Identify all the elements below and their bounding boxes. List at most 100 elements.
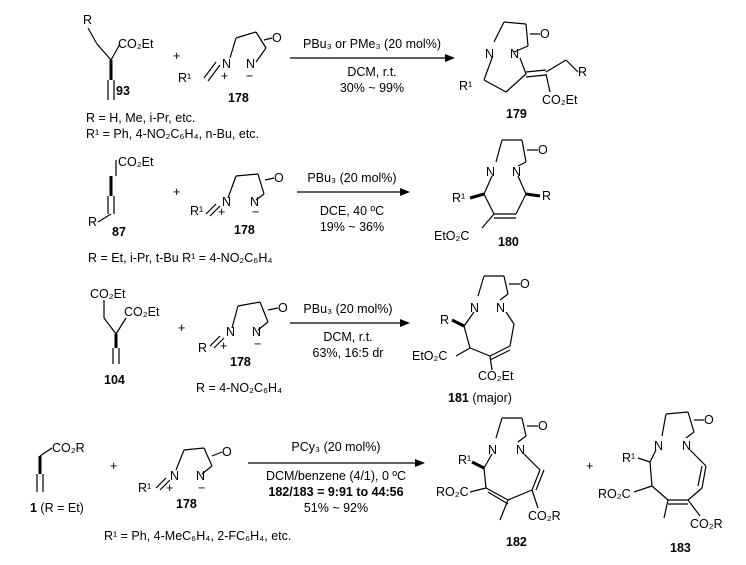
reaction1-catalyst: PBu₃ or PMe₃ (20 mol%) (303, 37, 441, 51)
reaction3-catalyst: PBu₃ (20 mol%) (303, 302, 392, 316)
compound-180-structure (469, 139, 541, 229)
compound-183-label: 183 (670, 541, 691, 555)
compound-93-structure (87, 27, 121, 100)
plus-sign-5: + (586, 459, 593, 473)
compound-179-R1: R¹ (459, 79, 472, 93)
compound-178-minus-3: − (254, 337, 261, 351)
compound-104-ester-side: CO₂Et (124, 305, 160, 319)
compound-178-N1-4: N (170, 469, 179, 483)
compound-182-ester-right: CO₂R (528, 509, 561, 523)
reaction1-note1: R = H, Me, i-Pr, etc. (86, 111, 195, 125)
plus-sign-2: + (173, 185, 180, 199)
compound-1-note: (R = Et) (37, 501, 84, 515)
reaction2-catalyst: PBu₃ (20 mol%) (307, 171, 396, 185)
compound-1-ester: CO₂R (52, 441, 85, 455)
compound-93-ester: CO₂Et (118, 37, 154, 51)
compound-182-O: O (538, 419, 548, 433)
compound-179-R: R (578, 65, 587, 79)
compound-180-N2: N (512, 165, 521, 179)
compound-182-label: 182 (506, 535, 527, 549)
reaction4-conditions: DCM/benzene (4/1), 0 ºC (266, 469, 406, 483)
compound-179-ester: CO₂Et (542, 93, 578, 107)
compound-178-O-2: O (274, 171, 284, 185)
compound-183-N1: N (654, 439, 663, 453)
compound-1-label: 1 (30, 501, 37, 515)
compound-180-R1: R¹ (452, 191, 465, 205)
compound-178-R1-4: R¹ (138, 481, 151, 495)
compound-181-O: O (520, 277, 530, 291)
compound-183-ester-right: CO₂R (690, 517, 723, 531)
compound-178-plus-3: + (220, 339, 227, 353)
compound-178-label-3: 178 (230, 355, 251, 369)
reaction3-conditions: DCM, r.t. (323, 330, 372, 344)
compound-183-N2: N (682, 439, 691, 453)
compound-178-structure-2 (205, 173, 275, 217)
compound-182-N1: N (488, 443, 497, 457)
compound-181-structure (451, 275, 520, 371)
compound-1-structure (36, 447, 53, 492)
compound-178-label-2: 178 (234, 223, 255, 237)
reaction4-note1: R¹ = Ph, 4-MeC₆H₄, 2-FC₆H₄, etc. (104, 529, 291, 543)
compound-178-N1-3: N (226, 325, 235, 339)
compound-1-caption: 1 (R = Et) (30, 501, 84, 515)
compound-93-label: 93 (116, 84, 130, 98)
compound-178-label-4: 178 (176, 497, 197, 511)
compound-181-N1: N (470, 301, 479, 315)
compound-182-ester-left: RO₂C (436, 485, 469, 499)
compound-180-N1: N (486, 165, 495, 179)
reaction1-conditions: DCM, r.t. (347, 65, 396, 79)
reaction4-yield: 51% ~ 92% (304, 501, 368, 515)
compound-178-label-1: 178 (228, 91, 249, 105)
compound-179-O: O (540, 27, 550, 41)
compound-181-ester-bottom: CO₂Et (478, 369, 514, 383)
reaction1-yield: 30% ~ 99% (340, 81, 404, 95)
reaction1-note2: R¹ = Ph, 4-NO₂C₆H₄, n-Bu, etc. (86, 127, 259, 141)
compound-178-minus-2: − (252, 205, 259, 219)
plus-sign-1: + (173, 49, 180, 63)
compound-178-N2-3: N (252, 325, 261, 339)
compound-179-N2: N (510, 47, 519, 61)
reaction-arrowhead-3 (400, 319, 410, 327)
reaction2-yield: 19% ~ 36% (320, 220, 384, 234)
compound-87-structure (97, 160, 117, 223)
compound-183-R1: R¹ (622, 451, 635, 465)
reaction-arrowhead-1 (445, 54, 455, 62)
reaction-arrowhead-2 (400, 188, 410, 196)
compound-181-suffix: (major) (469, 391, 512, 405)
compound-178-R-3: R (198, 341, 207, 355)
reaction4-ratio: 182/183 = 9:91 to 44:56 (268, 485, 403, 499)
reaction2-conditions: DCE, 40 ºC (320, 204, 384, 218)
compound-178-N1-2: N (222, 195, 231, 209)
compound-178-N2-4: N (196, 469, 205, 483)
compound-181-R: R (440, 313, 449, 327)
compound-182-structure (469, 417, 545, 521)
compound-180-label: 180 (498, 235, 519, 249)
reaction2-note1: R = Et, i-Pr, t-Bu R¹ = 4-NO₂C₆H₄ (88, 251, 272, 265)
compound-178-structure-1 (203, 31, 273, 82)
compound-178-minus-1: − (246, 69, 253, 83)
compound-181-ester-left: EtO₂C (412, 349, 447, 363)
compound-181-label: 181 (448, 391, 469, 405)
compound-87-R: R (88, 215, 97, 229)
compound-178-O-4: O (222, 445, 232, 459)
compound-179-N1: N (485, 47, 494, 61)
compound-93-R: R (83, 13, 92, 27)
compound-180-ester: EtO₂C (434, 229, 469, 243)
compound-178-plus-2: + (218, 205, 225, 219)
compound-178-N1-1: N (222, 57, 231, 71)
compound-178-minus-4: − (198, 481, 205, 495)
compound-183-O: O (704, 413, 714, 427)
reaction4-catalyst: PCy₃ (20 mol%) (291, 440, 380, 454)
compound-178-plus-1: + (221, 69, 228, 83)
compound-178-N2-1: N (246, 57, 255, 71)
compound-178-R1-2: R¹ (190, 204, 203, 218)
plus-sign-3: + (178, 321, 185, 335)
compound-104-ester-top: CO₂Et (90, 287, 126, 301)
compound-178-structure-3 (209, 301, 279, 349)
compound-181-N2: N (496, 301, 505, 315)
compound-87-ester: CO₂Et (118, 155, 154, 169)
compound-87-label: 87 (112, 225, 126, 239)
reaction3-note1: R = 4-NO₂C₆H₄ (196, 381, 282, 395)
compound-180-O: O (538, 143, 548, 157)
